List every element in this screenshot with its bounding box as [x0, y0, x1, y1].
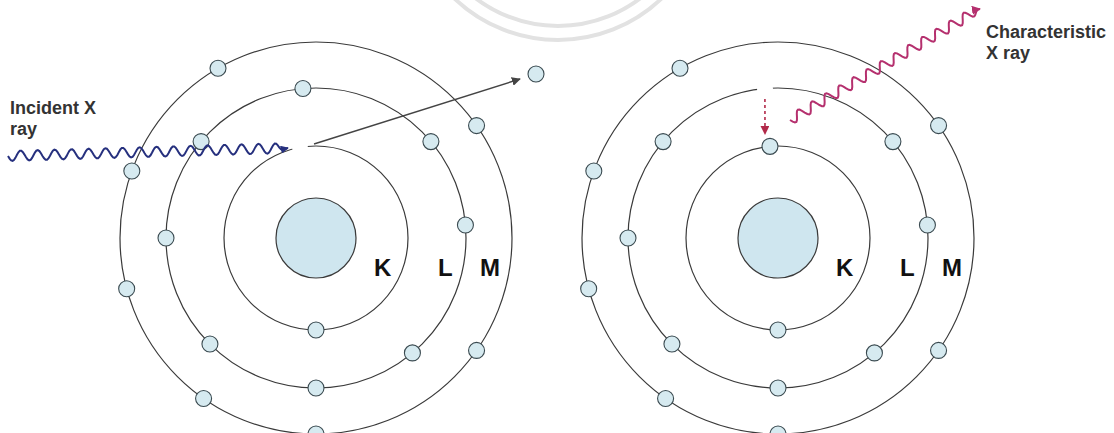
electron [308, 322, 324, 338]
electron [124, 163, 140, 179]
electron [423, 134, 439, 150]
ray-label: Incident X ray [10, 98, 110, 139]
electron [672, 60, 688, 76]
electron [866, 345, 882, 361]
electron [931, 342, 947, 358]
electron [469, 118, 485, 134]
electron [469, 342, 485, 358]
ray-label: Characteristic X ray [986, 22, 1110, 63]
characteristic-ray [790, 9, 980, 122]
shell-label: M [942, 254, 962, 282]
ejection-arrow [314, 79, 520, 144]
electron [586, 163, 602, 179]
rays [8, 9, 980, 161]
atoms [119, 42, 974, 433]
electron [119, 281, 135, 297]
electron [202, 336, 218, 352]
electron [655, 134, 671, 150]
electron [885, 134, 901, 150]
vacancy [292, 139, 308, 155]
electron [762, 138, 778, 154]
electron [193, 134, 209, 150]
electron-shell [628, 88, 928, 388]
electron-shell [686, 146, 870, 330]
electron [457, 217, 473, 233]
electron [210, 60, 226, 76]
electron [295, 81, 311, 97]
electron [919, 217, 935, 233]
transition-arrow [764, 99, 766, 134]
electron-shell [582, 42, 974, 433]
atom [581, 42, 974, 433]
electron [770, 380, 786, 396]
electron-shell [224, 146, 408, 330]
shell-label: L [438, 254, 453, 282]
electron [664, 336, 680, 352]
electron [770, 426, 786, 433]
vacancy [757, 81, 773, 97]
electron [196, 391, 212, 407]
nucleus [276, 198, 356, 278]
electron [404, 345, 420, 361]
electron [158, 230, 174, 246]
electron [308, 380, 324, 396]
shell-label: K [836, 254, 853, 282]
electron [658, 391, 674, 407]
nucleus [738, 198, 818, 278]
electron [308, 426, 324, 433]
electron [770, 322, 786, 338]
electron [931, 118, 947, 134]
watermark [408, 0, 708, 40]
shell-label: M [480, 254, 500, 282]
incident-ray [8, 144, 288, 161]
shell-label: K [374, 254, 391, 282]
electron [620, 230, 636, 246]
ejected-electron [528, 66, 544, 82]
electron-shell [166, 88, 466, 388]
shell-label: L [900, 254, 915, 282]
electron [581, 281, 597, 297]
